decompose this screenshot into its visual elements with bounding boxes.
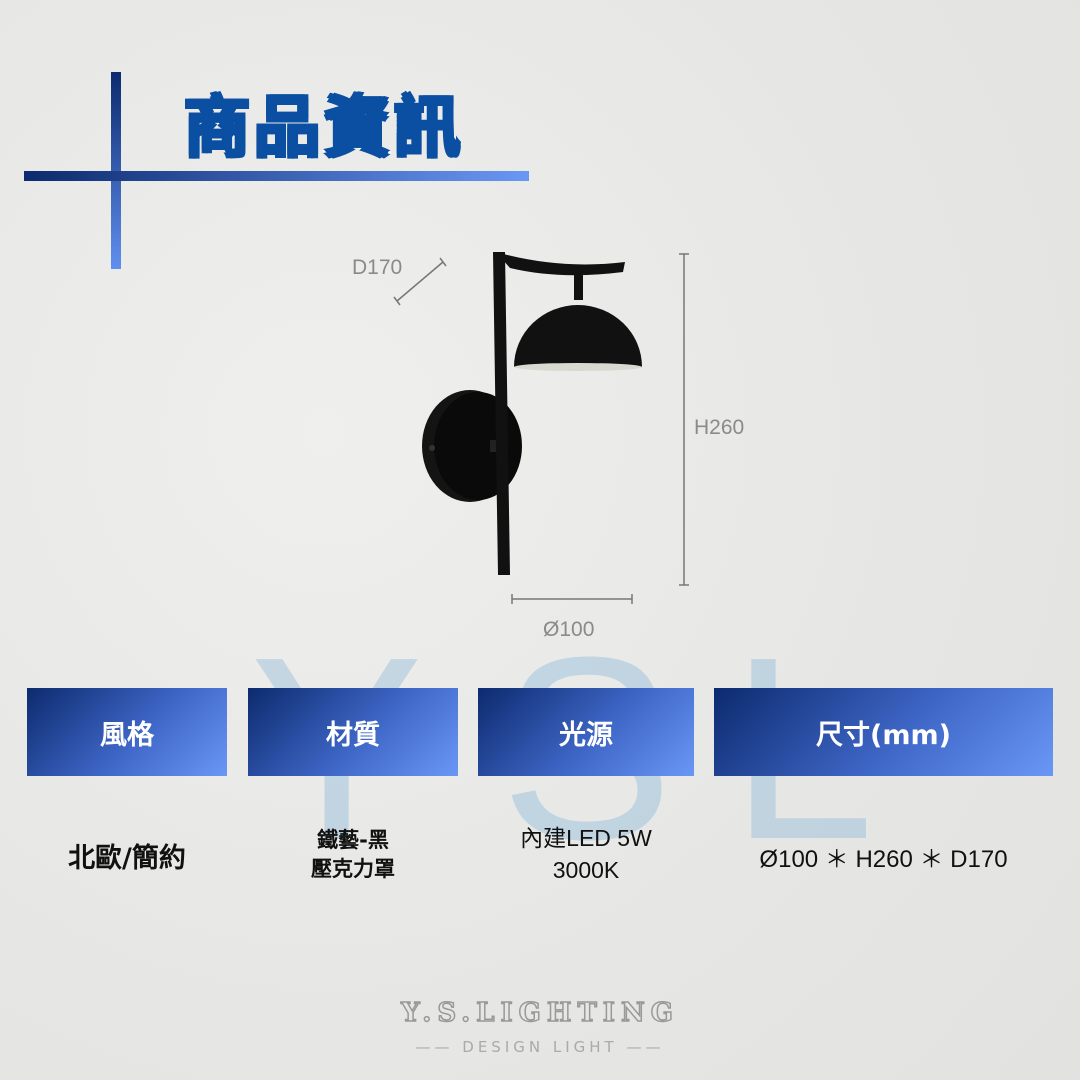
title-horizontal-line (24, 171, 529, 181)
spec-header-size: 尺寸(mm) (714, 688, 1053, 776)
size-value: Ø100 ＊ H260 ＊ D170 (759, 846, 1008, 873)
spec-value-size: Ø100 ＊ H260 ＊ D170 (714, 843, 1053, 877)
depth-label: D170 (352, 256, 403, 279)
spec-header-style: 風格 (27, 688, 227, 776)
brand-logo-name: Y.S.LIGHTING (400, 997, 679, 1029)
spec-header-material: 材質 (248, 688, 458, 776)
title-vertical-line (111, 72, 121, 269)
height-label: H260 (694, 416, 745, 439)
brand-logo-tagline: —— DESIGN LIGHT —— (415, 1038, 665, 1056)
diameter-label: Ø100 (543, 618, 595, 641)
spec-value-material: 鐵藝-黑 壓克力罩 (248, 826, 458, 885)
dimension-lines (393, 253, 689, 604)
light-line-2: 3000K (552, 857, 620, 884)
spec-value-light-source: 內建LED 5W 3000K (478, 822, 694, 886)
tagline-text: DESIGN LIGHT (462, 1038, 618, 1056)
page-title: 商品資訊 (183, 88, 464, 168)
spec-value-style: 北歐/簡約 (27, 840, 227, 878)
wall-lamp-illustration (393, 252, 689, 604)
light-line-1: 內建LED 5W (520, 825, 652, 851)
material-line-1: 鐵藝-黑 (317, 828, 389, 852)
style-value: 北歐/簡約 (68, 843, 186, 874)
material-line-2: 壓克力罩 (311, 857, 395, 882)
spec-header-light-source: 光源 (478, 688, 694, 776)
